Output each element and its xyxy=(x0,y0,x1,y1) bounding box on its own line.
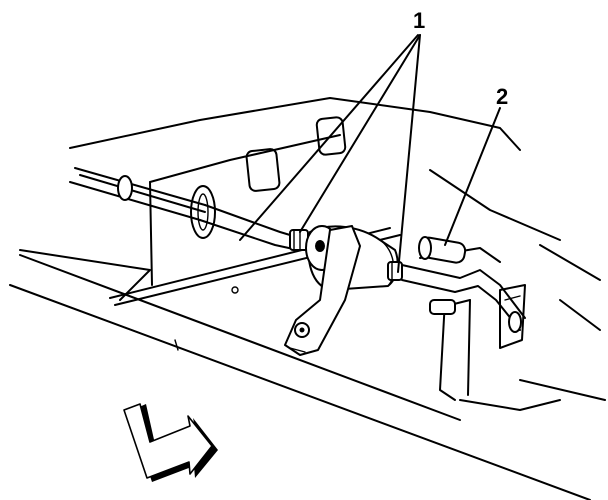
callout-1: 1 xyxy=(413,8,425,33)
frame-rail xyxy=(9,97,606,500)
fuel-line-rear xyxy=(401,236,526,333)
callout-2: 2 xyxy=(496,84,508,109)
forward-arrow-icon xyxy=(123,403,218,482)
fuel-line-front xyxy=(69,167,301,251)
fuel-filter xyxy=(284,225,403,356)
callout-leaders xyxy=(239,34,501,273)
